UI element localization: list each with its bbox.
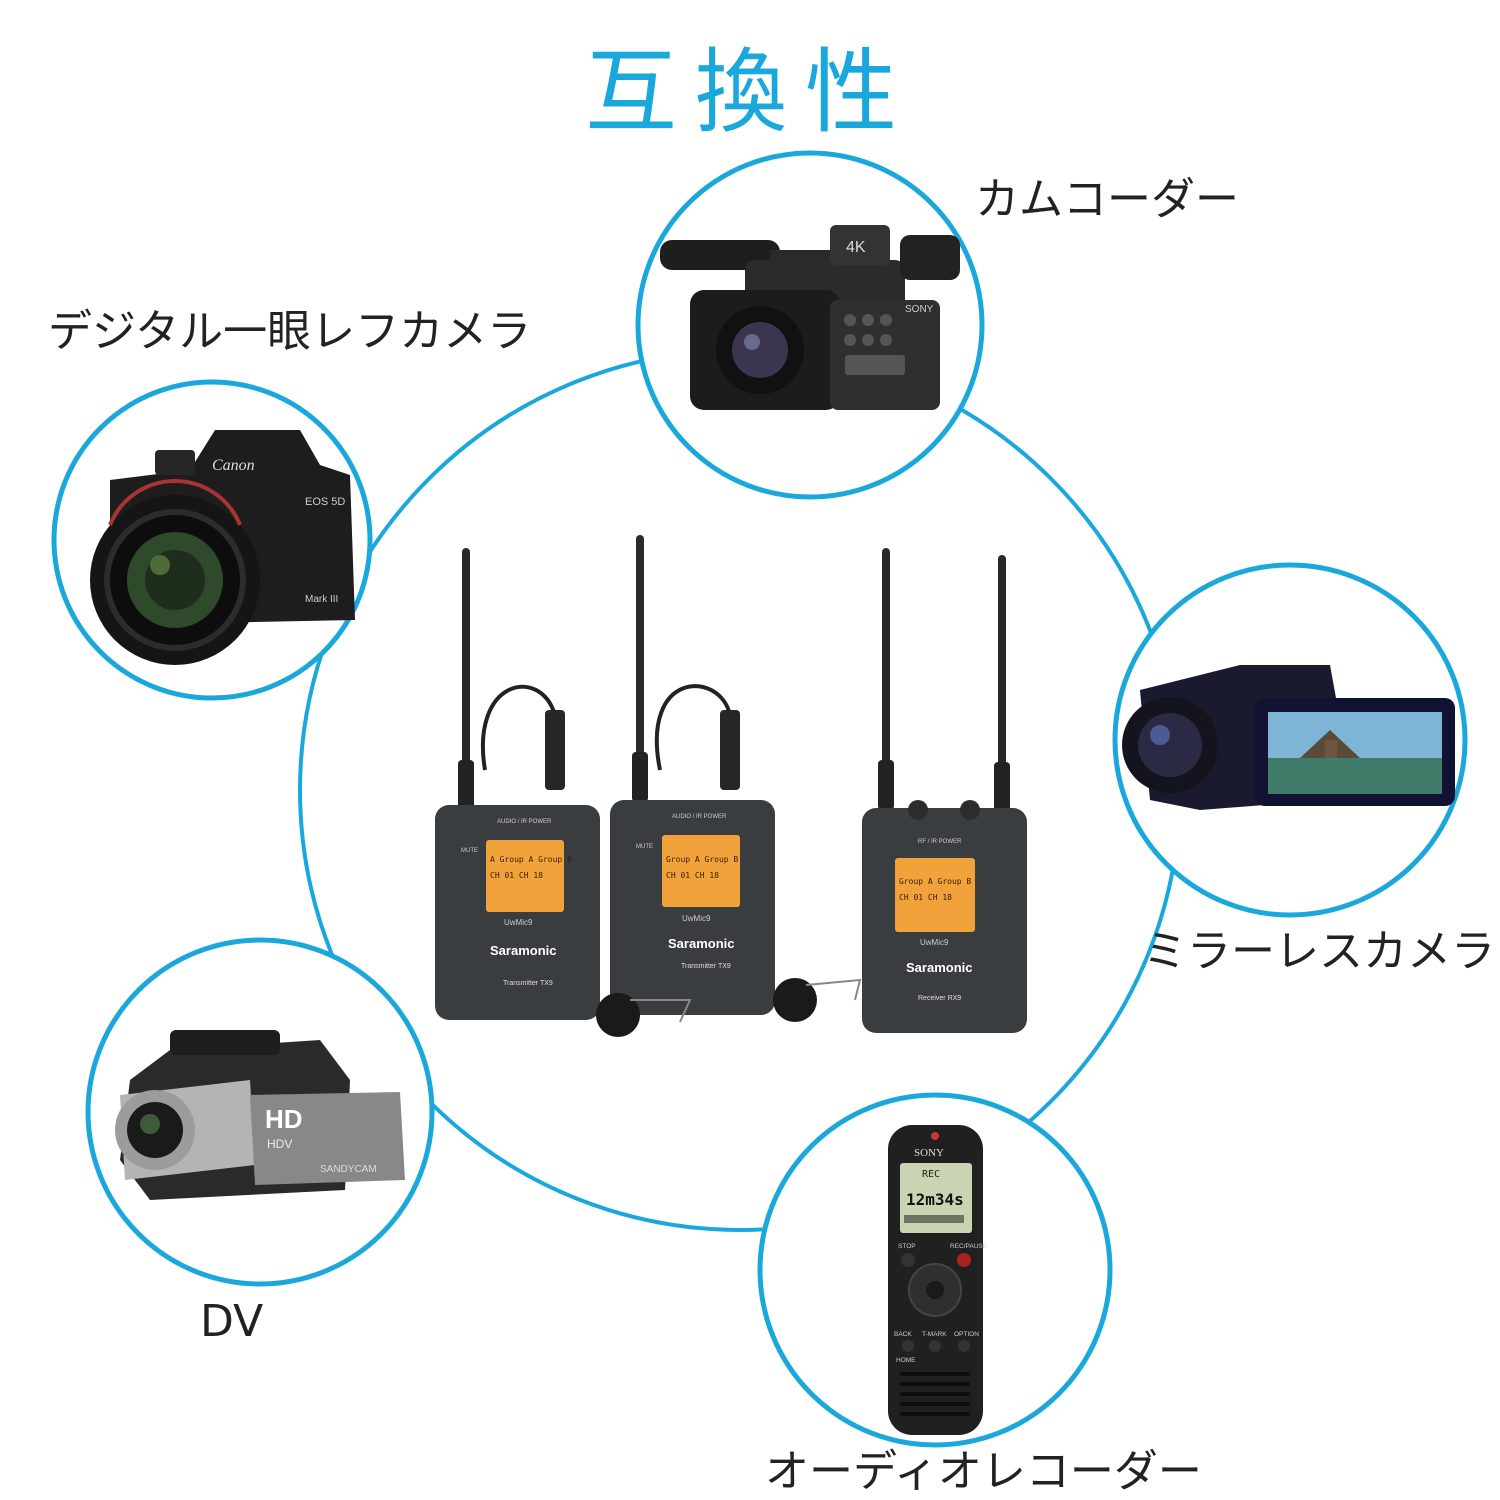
- lavalier-mic-2: [773, 978, 817, 1022]
- dv-brand: SANDYCAM: [320, 1164, 377, 1175]
- camcorder-pro-group: 4K SONY: [635, 150, 985, 500]
- transmitter-1-model: UwMic9: [504, 918, 533, 927]
- dslr-group: Canon EOS 5D Mark III: [51, 379, 373, 701]
- transmitter-2-lcd: [662, 835, 740, 907]
- dslr-camera-icon: Canon EOS 5D Mark III: [90, 430, 355, 665]
- transmitter-1: A Group A Group B CH 01 CH 18 UwMic9 AUD…: [435, 805, 600, 1020]
- transmitter-1-lcd: [486, 840, 564, 912]
- label-camcorder: カムコーダー: [975, 174, 1239, 225]
- transmitter-2-top-label: AUDIO / IR POWER: [672, 814, 727, 820]
- recorder-btn-stop: STOP: [898, 1243, 916, 1250]
- label-dv: DV: [200, 1296, 264, 1347]
- lavalier-mic-1: [596, 993, 640, 1037]
- transmitter-1-body: [435, 805, 600, 1020]
- transmitter-1-type: Transmitter TX9: [503, 980, 553, 987]
- dslr-brand: Canon: [212, 457, 255, 474]
- transmitter-1-lcd-line2: CH 01 CH 18: [490, 871, 543, 880]
- recorder-brand: SONY: [914, 1147, 944, 1159]
- transmitter-2-body: [610, 800, 775, 1015]
- receiver-lcd-line1: Group A Group B: [899, 877, 971, 886]
- recorder-btn-option: OPTION: [954, 1331, 979, 1338]
- transmitter-2-model: UwMic9: [682, 914, 711, 923]
- receiver: Group A Group B CH 01 CH 18 UwMic9 RF / …: [862, 800, 1027, 1033]
- dslr-mark: Mark III: [305, 594, 338, 605]
- recorder-btn-tmark: T-MARK: [922, 1331, 947, 1338]
- recorder-btn-rec: REC/PAUSE: [950, 1243, 988, 1250]
- recorder-group: SONY REC 12m34s STOP REC/PAUSE BACK T-MA…: [757, 1092, 1113, 1448]
- recorder-time: 12m34s: [906, 1190, 964, 1209]
- pro-camcorder-icon: 4K SONY: [660, 225, 960, 410]
- camcorder-brand: SONY: [905, 304, 934, 315]
- transmitter-2-side-label: MUTE: [636, 844, 653, 850]
- recorder-btn-back: BACK: [894, 1331, 912, 1338]
- page-title: 互換性: [584, 39, 915, 146]
- label-recorder: オーディオレコーダー: [765, 1446, 1202, 1497]
- receiver-type: Receiver RX9: [918, 995, 961, 1002]
- label-mirrorless: ミラーレスカメラ: [1143, 926, 1495, 977]
- transmitter-1-lcd-line1: A Group A Group B: [490, 855, 572, 864]
- recorder-btn-home: HOME: [896, 1357, 916, 1364]
- receiver-lcd-line2: CH 01 CH 18: [899, 893, 952, 902]
- transmitter-2-brand: Saramonic: [668, 936, 734, 951]
- transmitter-2-lcd-line1: Group A Group B: [666, 855, 738, 864]
- dv-camcorder-icon: HD HDV SANDYCAM: [115, 1030, 405, 1200]
- dv-group: HD HDV SANDYCAM: [85, 937, 435, 1287]
- mirrorless-group: [1112, 562, 1468, 918]
- transmitter-2: Group A Group B CH 01 CH 18 UwMic9 AUDIO…: [610, 800, 775, 1015]
- dslr-model: EOS 5D: [305, 496, 345, 508]
- product-kit: A Group A Group B CH 01 CH 18 UwMic9 AUD…: [435, 535, 1027, 1037]
- transmitter-1-brand: Saramonic: [490, 943, 556, 958]
- recorder-rec: REC: [922, 1169, 940, 1180]
- transmitter-1-top-label: AUDIO / IR POWER: [497, 819, 552, 825]
- label-dslr: デジタル一眼レフカメラ: [48, 306, 532, 357]
- voice-recorder-icon: SONY REC 12m34s STOP REC/PAUSE BACK T-MA…: [888, 1125, 988, 1435]
- receiver-brand: Saramonic: [906, 960, 972, 975]
- camcorder-badge: 4K: [846, 239, 866, 256]
- transmitter-1-side-label: MUTE: [461, 848, 478, 854]
- dv-badge: HD: [265, 1104, 303, 1134]
- transmitter-2-type: Transmitter TX9: [681, 963, 731, 970]
- receiver-lcd: [895, 858, 975, 932]
- handycam-icon: [1122, 665, 1455, 810]
- receiver-top-label: RF / IR POWER: [918, 839, 962, 845]
- dv-sub: HDV: [267, 1137, 292, 1151]
- receiver-model: UwMic9: [920, 938, 949, 947]
- transmitter-2-lcd-line2: CH 01 CH 18: [666, 871, 719, 880]
